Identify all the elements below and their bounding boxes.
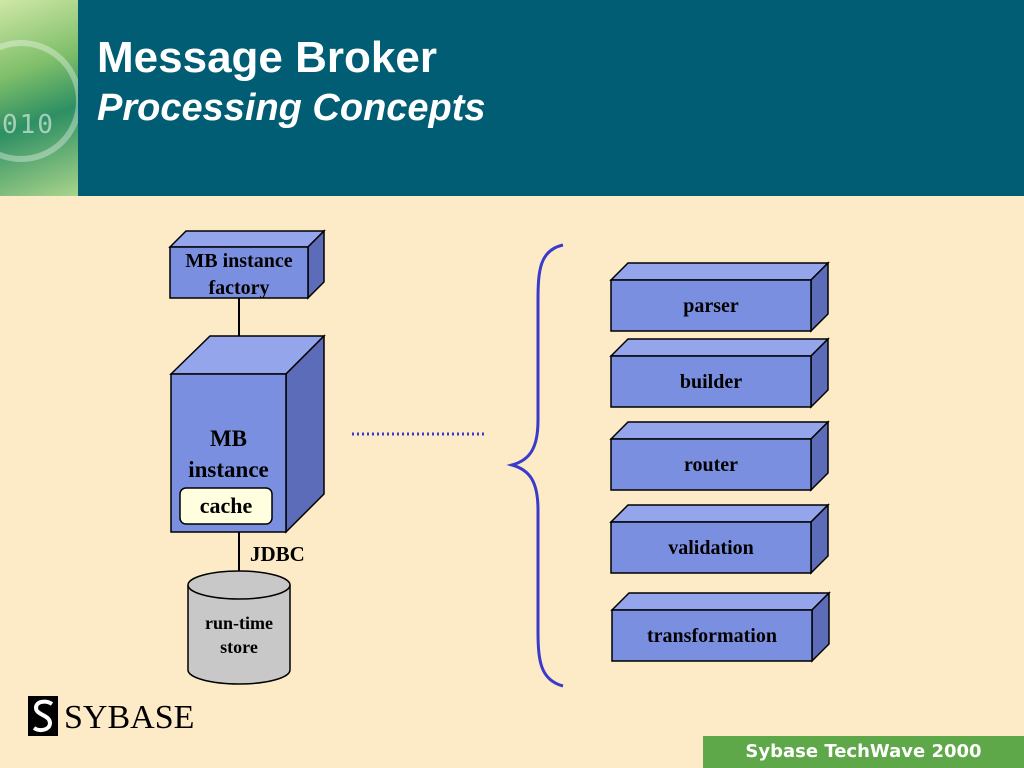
component-boxes (609, 261, 831, 663)
sybase-logo-mark-icon (28, 696, 58, 736)
component-label-transformation: transformation (647, 625, 777, 647)
component-box-transformation (610, 591, 831, 663)
header-band: 010 Message Broker Processing Concepts (0, 0, 1024, 196)
corner-digits-graphic: 010 (2, 110, 55, 140)
curly-brace (506, 243, 564, 688)
jdbc-label: JDBC (250, 542, 305, 566)
component-box-builder (609, 337, 830, 409)
factory-box (168, 229, 326, 300)
factory-label-line1: MB instance (185, 250, 293, 272)
sybase-logo: SYBASE (28, 692, 198, 740)
component-label-validation: validation (668, 537, 754, 559)
slide-title: Message Broker (97, 33, 437, 82)
store-cylinder (187, 570, 291, 685)
sybase-logo-text: SYBASE (64, 699, 195, 736)
instance-label-line2: instance (188, 457, 269, 482)
slide-subtitle: Processing Concepts (97, 87, 486, 129)
component-label-router: router (683, 454, 739, 476)
component-box-validation (609, 503, 830, 575)
component-label-builder: builder (679, 371, 743, 393)
footer-text: Sybase TechWave 2000 (745, 741, 982, 762)
cache-label: cache (199, 493, 253, 518)
footer-band: Sybase TechWave 2000 (703, 736, 1024, 768)
store-label-line2: store (220, 637, 258, 657)
component-box-router (609, 420, 830, 492)
store-label-line1: run-time (205, 613, 273, 633)
corner-ring-graphic (0, 40, 78, 162)
factory-label-line2: factory (208, 277, 270, 299)
component-box-parser (609, 261, 830, 333)
instance-label-line1: MB (209, 426, 248, 451)
corner-graphic: 010 (0, 0, 78, 196)
component-label-parser: parser (683, 295, 739, 317)
cache-box (179, 487, 273, 525)
